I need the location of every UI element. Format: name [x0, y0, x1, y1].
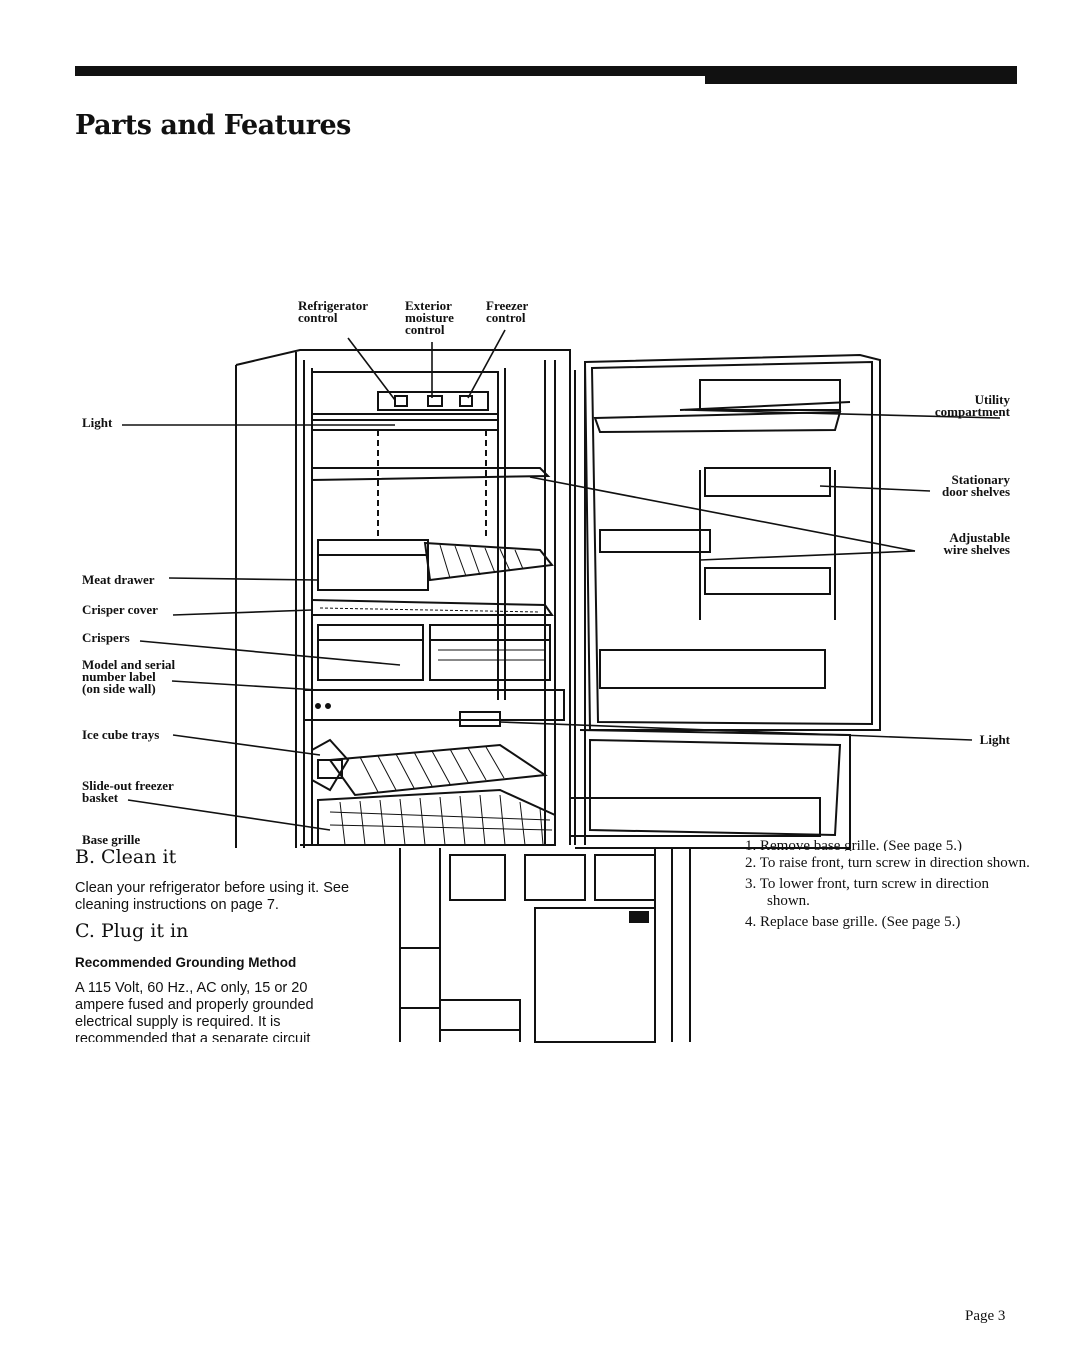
- light-lower-label: Light: [979, 732, 1010, 747]
- page-title: Parts and Features: [75, 110, 351, 141]
- section-b-body: Clean your refrigerator before using it.…: [75, 880, 350, 913]
- model-serial-label: Model and serial number label (on side w…: [82, 657, 176, 696]
- section-c-heading: C. Plug it in: [75, 920, 189, 942]
- grounding-method-subheading: Recommended Grounding Method: [75, 955, 297, 970]
- adjustable-wire-shelves-label: Adjustable wire shelves: [943, 530, 1010, 557]
- base-grille-label: Base grille: [82, 832, 141, 847]
- crisper-cover-label: Crisper cover: [82, 602, 158, 617]
- header-rule-tab: [705, 66, 1017, 84]
- light-upper-label: Light: [82, 415, 113, 430]
- ice-cube-trays-label: Ice cube trays: [82, 727, 160, 742]
- leveling-step: 3. To lower front, turn screw in directi…: [745, 876, 990, 909]
- freezer-control-label: Freezer control: [486, 298, 529, 325]
- utility-compartment-label: Utility compartment: [934, 392, 1010, 419]
- header-rule: [75, 66, 1015, 76]
- leveling-step: 4. Replace base grille. (See page 5.): [745, 914, 961, 930]
- section-c-body-clip: A 115 Volt, 60 Hz., AC only, 15 or 20 am…: [75, 980, 375, 1042]
- section-c-body: A 115 Volt, 60 Hz., AC only, 15 or 20 am…: [75, 980, 314, 1042]
- stationary-door-shelves-label: Stationary door shelves: [941, 472, 1010, 499]
- slide-out-freezer-basket-label: Slide-out freezer basket: [82, 778, 174, 805]
- page-number: Page 3: [965, 1308, 1006, 1324]
- leveling-steps: 1. Remove base grille. (See page 5.) 2. …: [745, 838, 1035, 935]
- exterior-moisture-control-label: Exterior moisture control: [405, 298, 454, 337]
- meat-drawer-label: Meat drawer: [82, 572, 155, 587]
- crispers-label: Crispers: [82, 630, 130, 645]
- leveling-step: 1. Remove base grille. (See page 5.): [745, 838, 963, 851]
- leveling-step: 2. To raise front, turn screw in directi…: [745, 855, 1030, 871]
- refrigerator-control-label: Refrigerator control: [298, 298, 369, 325]
- section-b-heading: B. Clean it: [75, 846, 177, 868]
